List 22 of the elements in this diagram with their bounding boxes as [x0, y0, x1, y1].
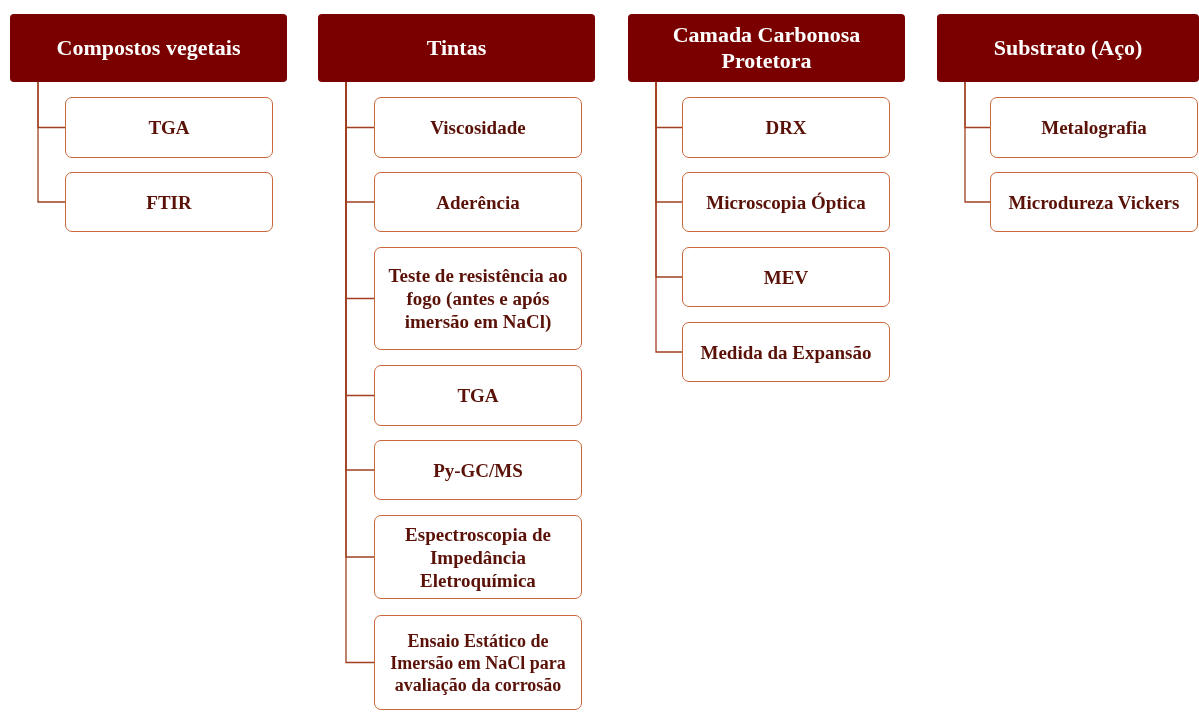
- category-header: Substrato (Aço): [937, 14, 1199, 82]
- connector-line: [655, 81, 683, 353]
- method-box: FTIR: [65, 172, 273, 232]
- method-box: Viscosidade: [374, 97, 582, 158]
- method-box: Microscopia Óptica: [682, 172, 890, 232]
- connector-line: [964, 81, 991, 203]
- category-header: Camada Carbonosa Protetora: [628, 14, 905, 82]
- method-box: Teste de resistência ao fogo (antes e após imersão em NaCl): [374, 247, 582, 350]
- method-box: Medida da Expansão: [682, 322, 890, 382]
- connector-line: [37, 81, 66, 203]
- method-box: Espectroscopia de Impedância Eletroquímica: [374, 515, 582, 599]
- category-header: Tintas: [318, 14, 595, 82]
- method-box: Microdureza Vickers: [990, 172, 1198, 232]
- method-box: Aderência: [374, 172, 582, 232]
- method-box: Ensaio Estático de Imersão em NaCl para avaliação da corrosão: [374, 615, 582, 710]
- method-box: TGA: [65, 97, 273, 158]
- method-box: Py-GC/MS: [374, 440, 582, 500]
- category-header: Compostos vegetais: [10, 14, 287, 82]
- method-box: DRX: [682, 97, 890, 158]
- method-box: MEV: [682, 247, 890, 307]
- method-box: TGA: [374, 365, 582, 426]
- method-box: Metalografia: [990, 97, 1198, 158]
